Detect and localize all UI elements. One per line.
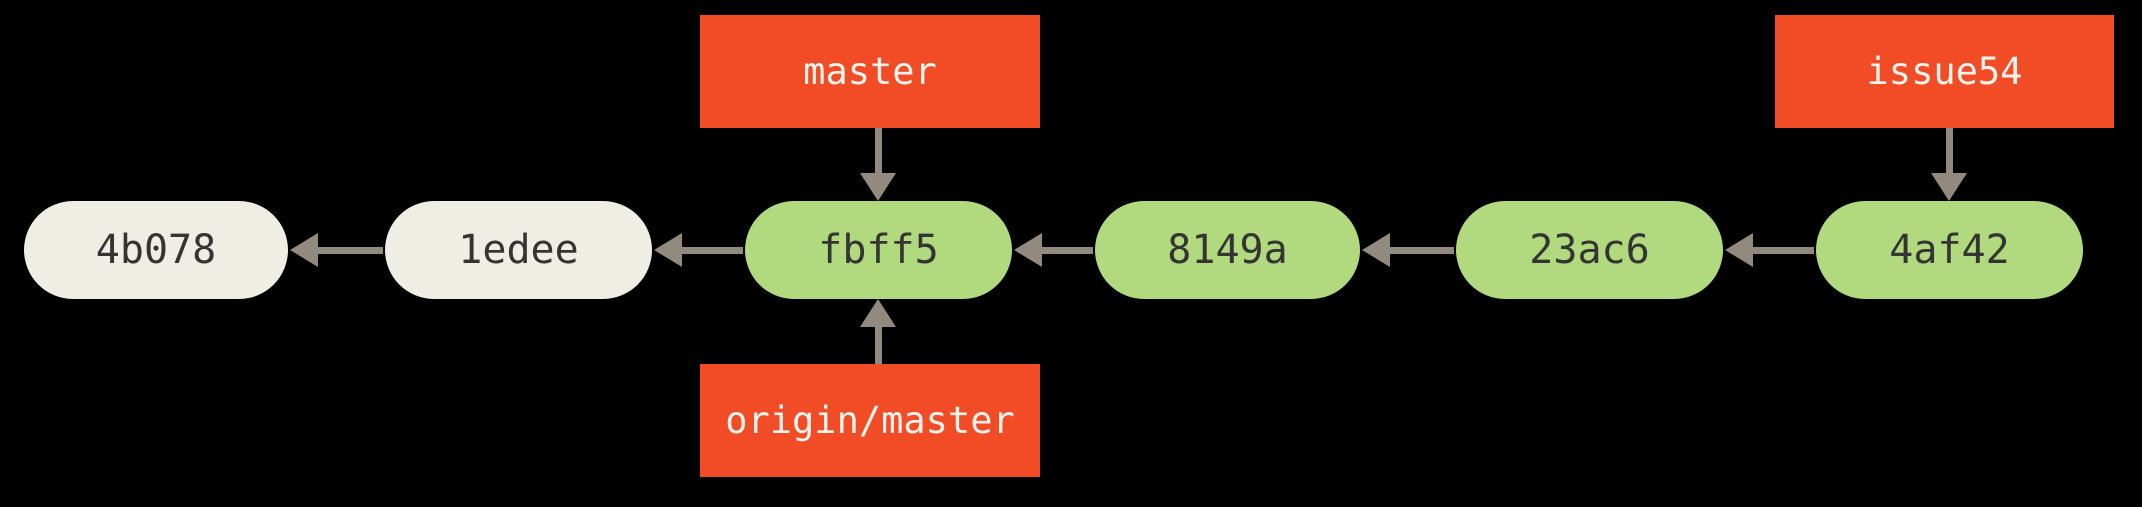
branch-label-master: master (700, 15, 1040, 128)
arrowhead-left-icon (1014, 233, 1042, 267)
arrow-shaft (874, 327, 882, 364)
commit-id: 23ac6 (1529, 227, 1650, 273)
branch-label-origin-master: origin/master (700, 364, 1040, 477)
arrow-shaft (1042, 246, 1093, 254)
arrow-shaft (874, 128, 882, 173)
arrowhead-down-icon (1931, 173, 1967, 201)
pointer-issue54-to-4af42 (1931, 128, 1967, 201)
arrow-shaft (1390, 246, 1454, 254)
arrowhead-left-icon (654, 233, 682, 267)
pointer-master-to-fbff5 (860, 128, 896, 201)
commit-node-1edee: 1edee (385, 201, 652, 299)
branch-name: master (803, 50, 937, 93)
edge-fbff5-to-1edee (654, 233, 743, 267)
edge-8149a-to-fbff5 (1014, 233, 1093, 267)
edge-23ac6-to-8149a (1362, 233, 1454, 267)
arrowhead-up-icon (860, 299, 896, 327)
arrowhead-down-icon (860, 173, 896, 201)
commit-id: fbff5 (818, 227, 939, 273)
branch-name: issue54 (1866, 50, 2023, 93)
arrow-shaft (682, 246, 743, 254)
commit-node-8149a: 8149a (1095, 201, 1360, 299)
commit-id: 4b078 (95, 227, 217, 273)
commit-id: 4af42 (1889, 227, 2010, 273)
commit-node-4af42: 4af42 (1816, 201, 2083, 299)
arrow-shaft (1945, 128, 1953, 173)
edge-1edee-to-4b078 (290, 233, 383, 267)
arrowhead-left-icon (1362, 233, 1390, 267)
arrow-shaft (1753, 246, 1814, 254)
arrowhead-left-icon (1725, 233, 1753, 267)
branch-name: origin/master (725, 399, 1015, 442)
edge-4af42-to-23ac6 (1725, 233, 1814, 267)
branch-label-issue54: issue54 (1775, 15, 2114, 128)
arrowhead-left-icon (290, 233, 318, 267)
commit-id: 8149a (1167, 227, 1288, 273)
arrow-shaft (318, 246, 383, 254)
commit-node-fbff5: fbff5 (745, 201, 1012, 299)
commit-node-4b078: 4b078 (24, 201, 288, 299)
commit-id: 1edee (458, 227, 579, 273)
pointer-origin-master-to-fbff5 (860, 299, 896, 364)
commit-node-23ac6: 23ac6 (1456, 201, 1723, 299)
